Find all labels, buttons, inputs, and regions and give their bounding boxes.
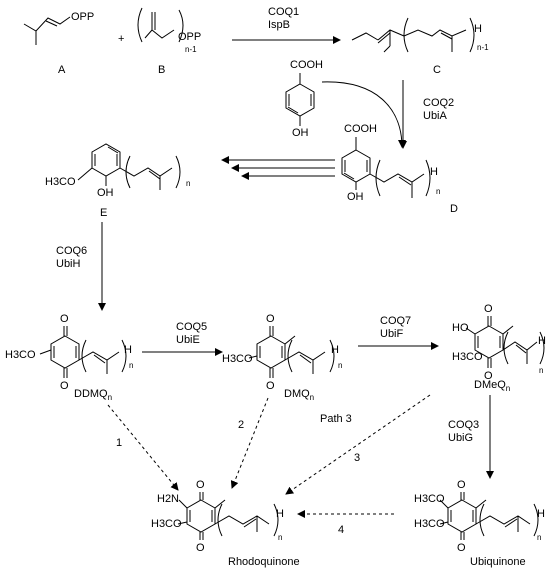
arrow-path-2	[230, 397, 269, 489]
enzyme-coq7-name: COQ7	[380, 315, 411, 327]
compound-d-h: H	[430, 166, 438, 178]
compound-b: OPP n-1 B	[137, 7, 201, 76]
compound-c: H n-1 C	[351, 17, 489, 76]
compound-4hb: COOH OH	[285, 59, 323, 139]
enzyme-coq3-name: COQ3	[448, 419, 479, 431]
arrow-path-3	[285, 394, 431, 495]
compound-rq-o-top: O	[196, 479, 205, 491]
compound-ddmq-o-bottom: O	[60, 380, 69, 392]
compound-d-cooh: COOH	[344, 123, 377, 135]
compound-ddmq-label: DDMQn	[74, 388, 112, 402]
compound-ddmq-h3co: H3CO	[5, 349, 36, 361]
compound-ddmq: O O H3CO H n DDMQn	[5, 313, 133, 402]
compound-dmeq-label: DMeQn	[474, 379, 510, 393]
compound-dmeq-h: H	[538, 335, 546, 347]
compound-dmq-o-top: O	[266, 313, 275, 325]
compound-e-repeat: n	[186, 179, 190, 188]
enzyme-coq7-alt: UbiF	[380, 328, 404, 340]
compound-dmq: O O H3CO H n DMQn	[222, 313, 342, 402]
compound-ubiquinone: O H3CO H3CO O H n Ubiquinone	[414, 479, 545, 568]
compound-uq-h: H	[537, 508, 545, 520]
enzyme-coq6-name: COQ6	[56, 245, 87, 257]
compound-e-label: E	[100, 207, 107, 219]
compound-dmq-h3co: H3CO	[222, 353, 253, 365]
enzyme-coq3-alt: UbiG	[448, 432, 473, 444]
compound-a: OPP A	[23, 11, 94, 76]
compound-uq-h3co-top: H3CO	[414, 493, 445, 505]
compound-c-h: H	[474, 23, 482, 35]
compound-ddmq-o-top: O	[60, 313, 69, 325]
path-4-label: 4	[338, 524, 344, 536]
compound-e: H3CO OH n E	[45, 143, 190, 219]
enzyme-coq6-alt: UbiH	[56, 258, 81, 270]
compound-ddmq-h: H	[124, 344, 132, 356]
compound-a-opp: OPP	[71, 11, 94, 23]
compound-b-repeat: n-1	[185, 45, 197, 54]
compound-uq-label: Ubiquinone	[470, 556, 526, 568]
compound-dmeq: O HO H3CO O H n DMeQn	[452, 303, 546, 393]
compound-c-repeat: n-1	[477, 43, 489, 52]
compound-uq-repeat: n	[537, 533, 541, 542]
compound-dmeq-o-bottom: O	[484, 370, 493, 382]
compound-rq-repeat: n	[278, 533, 282, 542]
compound-4hb-oh: OH	[292, 127, 309, 139]
compound-b-label: B	[158, 64, 165, 76]
compound-uq-o-top: O	[457, 479, 466, 491]
compound-d: COOH OH H n D	[341, 123, 458, 215]
enzyme-coq2-alt: UbiA	[423, 110, 448, 122]
compound-b-opp: OPP	[178, 31, 201, 43]
path-1-label: 1	[116, 437, 122, 449]
path-3-label: 3	[354, 452, 360, 464]
compound-rq-o-bottom: O	[196, 542, 205, 554]
plus-sign: +	[118, 33, 124, 45]
compound-c-label: C	[433, 64, 441, 76]
arrow-4hb-merge	[321, 81, 406, 148]
compound-dmq-repeat: n	[338, 361, 342, 370]
compound-a-label: A	[58, 64, 66, 76]
compound-uq-h3co: H3CO	[414, 518, 445, 530]
compound-d-repeat: n	[436, 187, 440, 196]
enzyme-coq5-alt: UbiE	[176, 334, 200, 346]
compound-rhodoquinone: O H2N H3CO O H n Rhodoquinone	[151, 479, 300, 568]
compound-dmeq-ho: HO	[452, 322, 469, 334]
compound-d-oh: OH	[347, 191, 364, 203]
compound-rq-h3co: H3CO	[151, 518, 182, 530]
path-3-title: Path 3	[320, 413, 352, 425]
compound-dmeq-h3co: H3CO	[452, 351, 483, 363]
enzyme-coq5-name: COQ5	[176, 321, 207, 333]
compound-dmq-h: H	[331, 344, 339, 356]
compound-4hb-cooh: COOH	[290, 59, 323, 71]
arrow-path-1	[107, 404, 179, 491]
compound-dmq-label: DMQn	[284, 388, 314, 402]
compound-dmq-o-bottom: O	[266, 380, 275, 392]
enzyme-coq2-name: COQ2	[423, 97, 454, 109]
path-2-label: 2	[238, 419, 244, 431]
compound-d-label: D	[450, 203, 458, 215]
compound-uq-o-bottom: O	[457, 542, 466, 554]
compound-dmeq-repeat: n	[539, 366, 543, 375]
compound-ddmq-repeat: n	[129, 361, 133, 370]
compound-e-h3co: H3CO	[45, 176, 76, 188]
enzyme-coq1-alt: IspB	[268, 19, 290, 31]
compound-e-oh: OH	[97, 187, 114, 199]
compound-rq-h2n: H2N	[157, 493, 179, 505]
compound-rq-label: Rhodoquinone	[228, 556, 300, 568]
enzyme-coq1-name: COQ1	[268, 6, 299, 18]
compound-dmeq-o-top: O	[484, 303, 493, 315]
compound-rq-h: H	[276, 508, 284, 520]
